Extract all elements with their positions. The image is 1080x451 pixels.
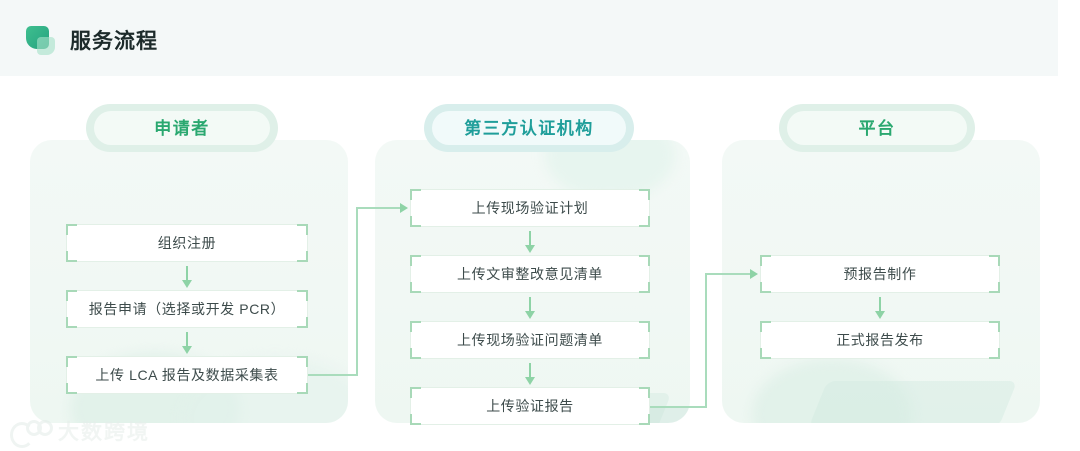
page-header: 服务流程 bbox=[26, 26, 158, 56]
decorative-blob bbox=[752, 359, 912, 423]
flow-arrow-down bbox=[182, 266, 192, 288]
step-label: 上传文审整改意见清单 bbox=[457, 266, 603, 282]
step-label: 上传 LCA 报告及数据采集表 bbox=[95, 367, 279, 383]
role-label-third-party-certification-body: 第三方认证机构 bbox=[464, 118, 594, 138]
role-pill-third-party-certification-body: 第三方认证机构 bbox=[424, 104, 634, 152]
step-label: 正式报告发布 bbox=[836, 332, 924, 348]
step-label: 上传验证报告 bbox=[486, 398, 574, 414]
step-box-upload-verification-report[interactable]: 上传验证报告 bbox=[410, 387, 650, 425]
role-label-platform: 平台 bbox=[858, 118, 896, 138]
role-pill-applicant: 申请者 bbox=[86, 104, 278, 152]
step-box-upload-onsite-verification-issues[interactable]: 上传现场验证问题清单 bbox=[410, 321, 650, 359]
watermark-text: 大数跨境 bbox=[58, 420, 150, 444]
flow-arrow-down bbox=[182, 332, 192, 354]
step-label: 组织注册 bbox=[157, 235, 217, 251]
flow-arrow-down bbox=[525, 297, 535, 319]
step-box-pre-report-production[interactable]: 预报告制作 bbox=[760, 255, 1000, 293]
step-box-organization-registration[interactable]: 组织注册 bbox=[66, 224, 308, 262]
step-box-upload-lca-report[interactable]: 上传 LCA 报告及数据采集表 bbox=[66, 356, 308, 394]
role-pill-platform: 平台 bbox=[779, 104, 975, 152]
step-label: 上传现场验证问题清单 bbox=[457, 332, 603, 348]
role-label-applicant: 申请者 bbox=[154, 118, 210, 138]
step-box-upload-onsite-verification-plan[interactable]: 上传现场验证计划 bbox=[410, 189, 650, 227]
watermark: 大数跨境 bbox=[10, 419, 150, 448]
step-box-upload-document-review-comments[interactable]: 上传文审整改意见清单 bbox=[410, 255, 650, 293]
flow-arrow-down bbox=[525, 231, 535, 253]
decorative-slab bbox=[808, 381, 1018, 423]
leaf-icon bbox=[26, 26, 56, 56]
step-label: 上传现场验证计划 bbox=[471, 200, 589, 216]
step-label: 预报告制作 bbox=[843, 266, 917, 282]
step-box-report-application[interactable]: 报告申请（选择或开发 PCR） bbox=[66, 290, 308, 328]
page-title: 服务流程 bbox=[70, 29, 158, 53]
flow-arrow-down bbox=[875, 297, 885, 319]
step-box-official-report-release[interactable]: 正式报告发布 bbox=[760, 321, 1000, 359]
flow-arrow-down bbox=[525, 363, 535, 385]
step-label: 报告申请（选择或开发 PCR） bbox=[88, 301, 286, 317]
service-flow-diagram: 申请者 第三方认证机构 平台 组织注册 报告申请（选择或开发 PCR） 上传 L… bbox=[0, 76, 1080, 451]
page-header-band: 服务流程 bbox=[0, 0, 1058, 76]
watermark-logo-icon bbox=[10, 419, 53, 448]
